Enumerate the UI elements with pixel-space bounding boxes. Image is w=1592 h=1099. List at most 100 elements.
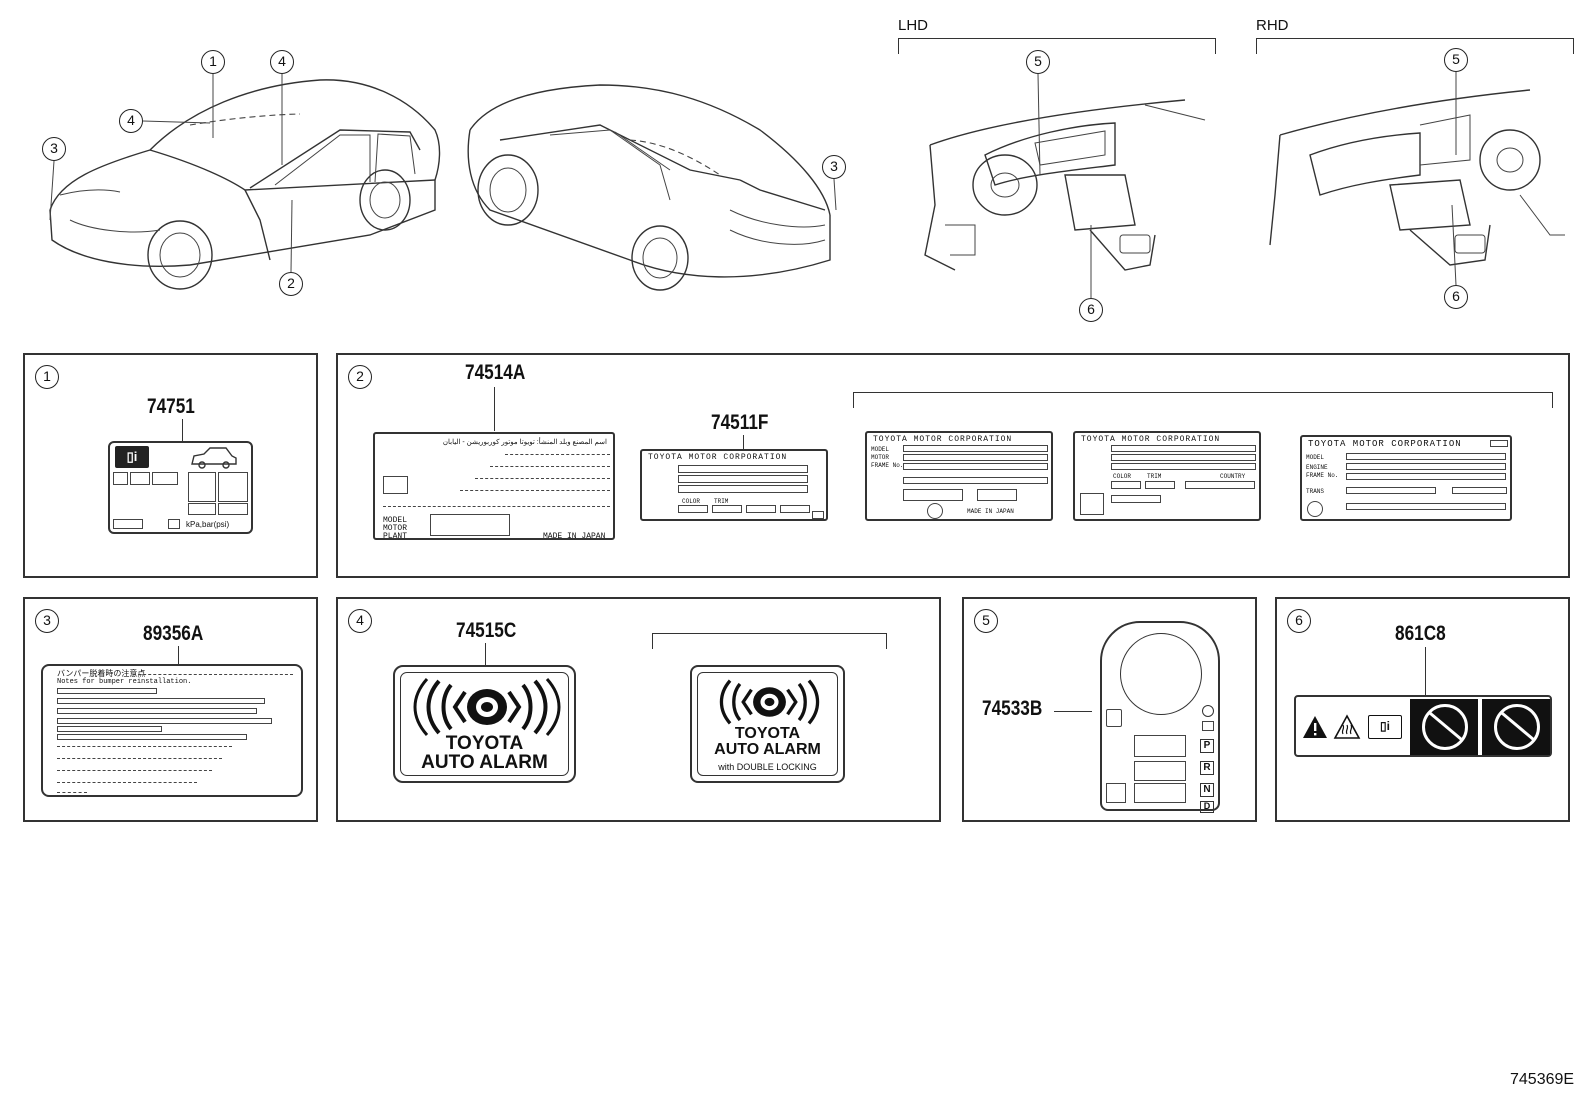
variants-bracket [853,392,1553,408]
plate-variant-b: TOYOTA MOTOR CORPORATION COLOR TRIM COUN… [1073,431,1261,521]
part-number-861C8: 861C8 [1395,622,1446,645]
field-box [1106,783,1126,803]
callout-2: 2 [279,272,303,296]
alarm-waves-icon [719,679,820,725]
prohibition-circle [1422,704,1468,750]
plate-field-trans: TRANS [1306,488,1325,495]
lhd-dashboard-illustration [924,99,1206,271]
field-box [1080,493,1104,515]
text-line [133,674,293,675]
part-number-74511F: 74511F [711,411,769,434]
text-line [57,758,222,759]
field-box [1111,481,1141,489]
warning-triangle-icon [1303,716,1327,738]
plate-field-engine: ENGINE [1306,464,1328,471]
plate-stamp-circle [1307,501,1323,517]
gear-n: N [1200,783,1214,797]
field-box [1490,440,1508,447]
rhd-label: RHD [1256,17,1289,34]
field-box [903,454,1048,461]
field-box [678,505,708,513]
text-line [57,746,232,747]
plate-74511F: TOYOTA MOTOR CORPORATION COLOR TRIM [640,449,828,521]
en-title-text: Notes for bumper reinstallation. [57,678,192,686]
rhd-dashboard-illustration [1269,89,1565,266]
jp-title-text: バンパー脱着時の注意点 [57,669,146,678]
field-box [903,489,963,501]
text-line [57,792,87,793]
alarm-line2: AUTO ALARM [714,741,821,758]
gear-r: R [1200,761,1214,775]
variant-bracket [652,633,887,649]
leader-line [182,419,183,441]
field-box [152,472,178,485]
prohibition-icon-1 [1410,699,1478,755]
pressure-unit-text: kPa,bar(psi) [186,520,230,529]
field-line [505,454,610,455]
inner-border [400,672,569,776]
field-box [1111,463,1256,470]
plate-74514A: اسم المصنع وبلد المنشأ: تويوتا موتور كور… [373,432,615,541]
field-box [430,514,510,536]
part-number-74515C: 74515C [456,619,517,642]
pressure-value-box [188,503,216,515]
arabic-header-text: اسم المصنع وبلد المنشأ: تويوتا موتور كور… [442,439,607,446]
field-box [903,477,1048,484]
field-box [1145,481,1175,489]
lhd-bracket [898,38,1216,54]
field-box [1111,454,1256,461]
panel-1: 1 74751 ▯i kPa,bar(psi) [23,353,318,578]
owners-manual-icon: ▯i [1368,715,1402,739]
field-box [712,505,742,513]
part-number-74533B: 74533B [982,697,1043,720]
leader-line [1425,647,1426,695]
field-line [490,466,610,467]
panel-ref-1: 1 [35,365,59,389]
field-box [113,472,128,485]
plate-maker-text: TOYOTA MOTOR CORPORATION [1081,435,1221,444]
panel-3: 3 89356A バンパー脱着時の注意点 Notes for bumper re… [23,597,318,822]
bumper-notes-label: バンパー脱着時の注意点 Notes for bumper reinstallat… [41,664,303,797]
alarm-waves-icon [413,678,561,736]
panel-ref-3: 3 [35,609,59,633]
plate-field-model: MODEL [383,516,408,525]
leader-line [178,646,179,664]
plate-field-plant: PLANT [383,532,408,541]
plate-field-color: COLOR [1113,473,1132,480]
made-in-text: MADE IN JAPAN [543,532,606,541]
field-box [1202,721,1214,731]
alarm-sub-text: with DOUBLE LOCKING [718,762,817,772]
vehicle-side-icon [191,447,237,469]
callout-3: 3 [42,137,66,161]
car-rear-view-illustration [467,84,831,291]
panel-ref-5: 5 [974,609,998,633]
callout-5: 5 [1026,50,1050,74]
field-line [460,490,610,491]
plate-field-trim: TRIM [714,498,729,505]
plate-field-motor: MOTOR [383,524,408,533]
knob-hole [1120,633,1202,715]
gear-p: P [1200,739,1214,753]
plate-field-model: MODEL [1306,454,1325,461]
field-box [678,485,808,493]
leader-line [485,643,486,665]
plate-field-motor: MOTOR [871,454,890,461]
pressure-value-box [218,503,248,515]
field-box [1111,495,1161,503]
plate-maker-text: TOYOTA MOTOR CORPORATION [648,453,788,462]
leader-line [494,387,495,431]
plate-field-country: COUNTRY [1220,473,1246,480]
plate-maker-text: TOYOTA MOTOR CORPORATION [1308,439,1462,449]
prohibition-circle [1494,704,1540,750]
field-box [1134,783,1186,803]
auto-alarm-label: TOYOTA AUTO ALARM [393,665,576,783]
text-line [57,718,272,724]
callout-4: 4 [270,50,294,74]
callout-3: 3 [822,155,846,179]
field-box [1452,487,1507,494]
alarm-line1: TOYOTA [734,725,801,742]
field-box [678,475,808,483]
callout-1: 1 [201,50,225,74]
callout-6: 6 [1079,298,1103,322]
tire-pressure-label: ▯i kPa,bar(psi) [108,441,253,534]
